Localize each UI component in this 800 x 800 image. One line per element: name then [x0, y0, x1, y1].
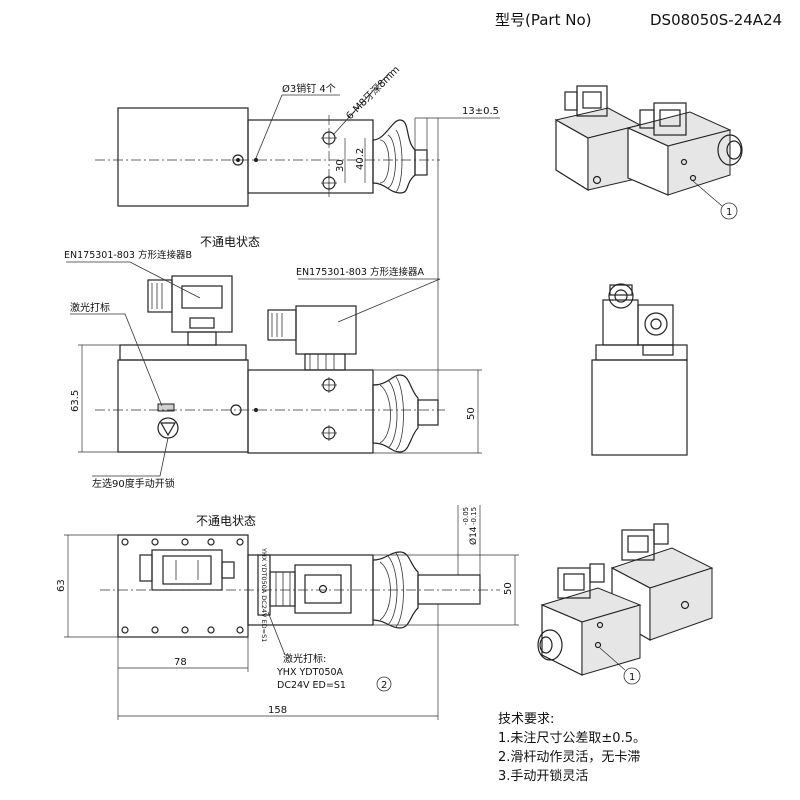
note-item-3: 3.手动开锁灵活: [498, 769, 589, 784]
dim-50-front: 50: [466, 407, 477, 420]
manual-lock-label: 左选90度手动开锁: [92, 477, 175, 490]
dim-13: 13±0.5: [462, 106, 499, 117]
part-no-model: DS08050S-24A24: [650, 11, 782, 29]
plate-text: YHX YDT050A DC24V ED=S1: [260, 547, 268, 642]
notes-heading: 技术要求:: [498, 712, 555, 727]
callout-2: 2: [381, 680, 387, 691]
callout-1-bottom: 1: [629, 672, 635, 683]
connector-a-label: EN175301-803 方形连接器A: [296, 266, 424, 278]
dim-158: 158: [268, 705, 287, 716]
connector-b: [147, 275, 233, 346]
state-bottom: 不通电状态: [196, 514, 256, 528]
state-top: 不通电状态: [200, 235, 260, 249]
dim-50-bottom: 50: [503, 582, 514, 595]
callout-1-top: 1: [726, 207, 732, 218]
connector-a: [267, 305, 357, 371]
dim-40-2: 40.2: [355, 148, 366, 170]
dim-78: 78: [174, 657, 187, 668]
dim-63: 63: [56, 579, 67, 592]
laser-line-2: DC24V ED=S1: [277, 680, 346, 691]
iso-view-top: 1: [554, 85, 743, 220]
side-view: [591, 283, 688, 456]
dim-phi14: Ø14: [468, 526, 479, 545]
technical-requirements: 技术要求: 1.未注尺寸公差取±0.5。 2.滑杆动作灵活，无卡滞 3.手动开锁…: [498, 710, 646, 786]
thread-note: 6-M8牙深8mm: [344, 64, 403, 123]
dim-63-5: 63.5: [70, 390, 81, 412]
part-no-label: 型号(Part No): [495, 11, 591, 29]
pin-note: Ø3销钉 4个: [282, 82, 336, 95]
laser-mark-label: 激光打标: [70, 301, 110, 314]
tol-lower: -0.15: [470, 507, 478, 525]
laser-line-1: YHX YDT050A: [276, 667, 344, 678]
dim-30: 30: [335, 159, 346, 172]
note-item-1: 1.未注尺寸公差取±0.5。: [498, 731, 646, 746]
laser-title-bottom: 激光打标:: [283, 652, 326, 665]
top-view: Ø3销钉 4个 6-M8牙深8mm 30 40.2 13±0.5 不通电状态: [95, 64, 500, 400]
iso-view-bottom: 1: [537, 523, 714, 685]
bottom-view: 不通电状态 YHX YDT050A DC24V ED=S1 63: [56, 505, 519, 720]
connector-b-label: EN175301-803 方形连接器B: [64, 249, 192, 261]
front-view: EN175301-803 方形连接器B EN175301-803 方形连接器A …: [64, 249, 482, 490]
note-item-2: 2.滑杆动作灵活，无卡滞: [498, 750, 641, 765]
tol-upper: -0.05: [462, 507, 470, 525]
